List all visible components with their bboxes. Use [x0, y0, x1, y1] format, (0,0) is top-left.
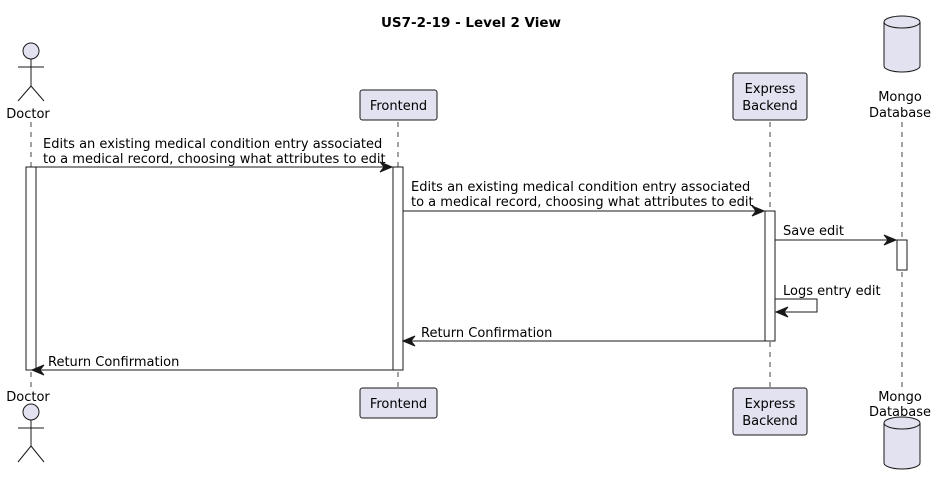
- participant-backend-bottom: Express Backend: [732, 387, 808, 436]
- activation-doctor: [25, 166, 37, 371]
- message-backend-to-database: Save edit: [775, 224, 898, 246]
- message-3-text: Save edit: [783, 224, 844, 239]
- message-4-text: Logs entry edit: [783, 284, 881, 299]
- participant-label-backend-line1-bottom: Express: [745, 397, 796, 412]
- actor-icon: [17, 403, 45, 463]
- actor-icon: [17, 42, 45, 102]
- database-icon: [883, 416, 921, 470]
- actor-doctor-bottom: Doctor: [6, 390, 50, 463]
- participant-label-backend-line1: Express: [745, 82, 796, 97]
- actor-doctor-top: Doctor: [6, 42, 50, 122]
- participant-label-backend-line2: Backend: [742, 99, 798, 114]
- participant-database-bottom: Mongo Database: [869, 390, 931, 470]
- activation-backend: [764, 210, 776, 342]
- diagram-title: US7-2-19 - Level 2 View: [381, 15, 561, 31]
- participant-label-frontend-bottom: Frontend: [370, 397, 427, 412]
- activation-database: [896, 239, 908, 271]
- activation-frontend: [392, 166, 404, 371]
- message-doctor-to-frontend: Edits an existing medical condition entr…: [36, 137, 394, 173]
- participant-frontend-bottom: Frontend: [359, 387, 438, 419]
- message-backend-to-frontend: Return Confirmation: [401, 326, 765, 347]
- participant-label-doctor-bottom: Doctor: [6, 390, 50, 405]
- message-6-text: Return Confirmation: [48, 355, 179, 370]
- participant-label-database-line1-bottom: Mongo: [878, 390, 922, 405]
- participant-label-frontend: Frontend: [370, 99, 427, 114]
- message-2-line2: to a medical record, choosing what attri…: [411, 195, 754, 210]
- message-5-text: Return Confirmation: [421, 326, 552, 341]
- message-1-line1: Edits an existing medical condition entr…: [43, 137, 382, 152]
- participant-backend-top: Express Backend: [732, 72, 808, 121]
- participant-label-backend-line2-bottom: Backend: [742, 414, 798, 429]
- participant-database-top: Mongo Database: [869, 15, 931, 121]
- participant-label-database-line2: Database: [869, 106, 931, 121]
- database-icon: [883, 15, 921, 73]
- participant-label-database-line1: Mongo: [878, 90, 922, 105]
- participant-label-database-line2-bottom: Database: [869, 405, 931, 420]
- message-frontend-to-backend: Edits an existing medical condition entr…: [403, 180, 766, 217]
- message-frontend-to-doctor: Return Confirmation: [30, 355, 393, 376]
- message-backend-self: Logs entry edit: [774, 284, 881, 318]
- message-1-line2: to a medical record, choosing what attri…: [43, 152, 386, 167]
- message-2-line1: Edits an existing medical condition entr…: [411, 180, 750, 195]
- participant-frontend-top: Frontend: [359, 89, 438, 121]
- participant-label-doctor: Doctor: [6, 107, 50, 122]
